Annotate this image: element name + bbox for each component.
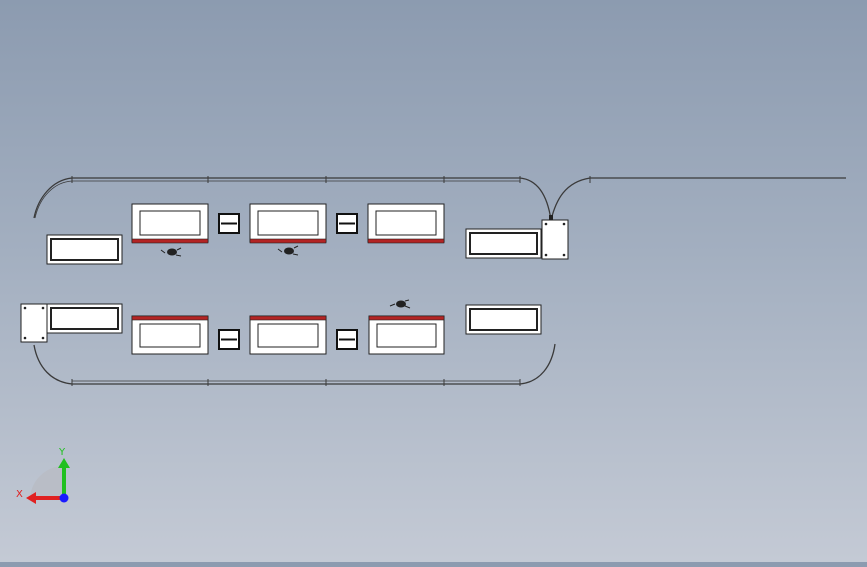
upper-station-2[interactable] bbox=[249, 203, 327, 244]
upper-left-tray[interactable] bbox=[46, 234, 123, 265]
lower-left-tray[interactable] bbox=[46, 303, 123, 334]
coordinate-triad-icon: Y X bbox=[16, 447, 70, 504]
upper-connector-1 bbox=[218, 213, 240, 234]
upper-track-ticks bbox=[71, 176, 591, 183]
lower-left-control-box[interactable] bbox=[20, 303, 48, 343]
upper-station-3[interactable] bbox=[367, 203, 445, 244]
lower-station-3[interactable] bbox=[368, 315, 445, 355]
x-axis-label: X bbox=[16, 489, 23, 500]
lower-track-ticks bbox=[71, 379, 521, 386]
lower-track bbox=[33, 343, 556, 385]
lower-connector-2 bbox=[336, 329, 358, 350]
y-axis-label: Y bbox=[58, 447, 66, 458]
upper-right-control-box[interactable] bbox=[541, 215, 569, 260]
motor-assembly-icon bbox=[160, 247, 182, 257]
lower-station-1[interactable] bbox=[131, 315, 209, 355]
upper-connector-2 bbox=[336, 213, 358, 234]
lower-station-2[interactable] bbox=[249, 315, 327, 355]
lower-right-tray[interactable] bbox=[465, 304, 542, 335]
upper-right-tray[interactable] bbox=[465, 228, 542, 259]
upper-station-1[interactable] bbox=[131, 203, 209, 244]
motor-assembly-icon bbox=[389, 299, 411, 309]
motor-assembly-icon bbox=[277, 245, 299, 256]
lower-connector-1 bbox=[218, 329, 240, 350]
upper-track bbox=[33, 177, 846, 221]
